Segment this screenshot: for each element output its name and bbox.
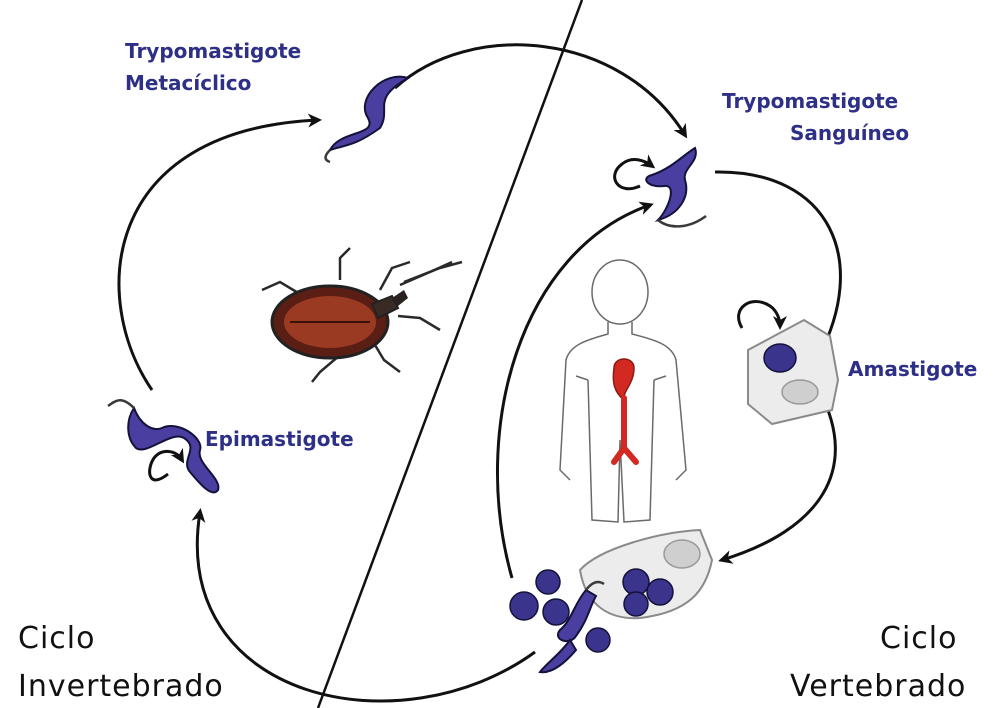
label-cycle-invertebrate-line1: Ciclo bbox=[18, 621, 95, 656]
label-cycle-vertebrate-line2: Vertebrado bbox=[790, 669, 966, 704]
label-amastigote: Amastigote bbox=[848, 357, 977, 381]
arrow-metaciclico-to-sanguineo bbox=[395, 45, 685, 135]
label-trypomastigote-sanguineo-line2: Sanguíneo bbox=[790, 121, 909, 145]
heart-icon bbox=[613, 359, 636, 462]
label-trypomastigote-metaciclico-line2: Metacíclico bbox=[125, 71, 251, 95]
replication-loop-sanguineo bbox=[615, 160, 652, 189]
host-cell-amastigote-icon bbox=[748, 320, 838, 424]
label-trypomastigote-metaciclico-line1: Trypomastigote bbox=[125, 39, 301, 63]
replication-loop-epimastigote bbox=[150, 451, 182, 480]
label-cycle-invertebrate-line2: Invertebrado bbox=[18, 669, 224, 704]
rupturing-cell-icon bbox=[580, 530, 712, 618]
triatomine-bug-icon bbox=[262, 248, 462, 382]
trypomastigote-sanguineo-icon bbox=[646, 148, 706, 226]
label-trypomastigote-sanguineo-line1: Trypomastigote bbox=[722, 89, 898, 113]
arrow-epimastigote-to-metaciclico bbox=[119, 120, 318, 390]
replication-loop-amastigote bbox=[739, 302, 780, 328]
label-epimastigote: Epimastigote bbox=[205, 427, 354, 451]
trypomastigote-metaciclico-icon bbox=[326, 77, 409, 162]
arrow-released-to-epimastigote bbox=[197, 512, 535, 701]
label-cycle-vertebrate-line1: Ciclo bbox=[880, 621, 957, 656]
